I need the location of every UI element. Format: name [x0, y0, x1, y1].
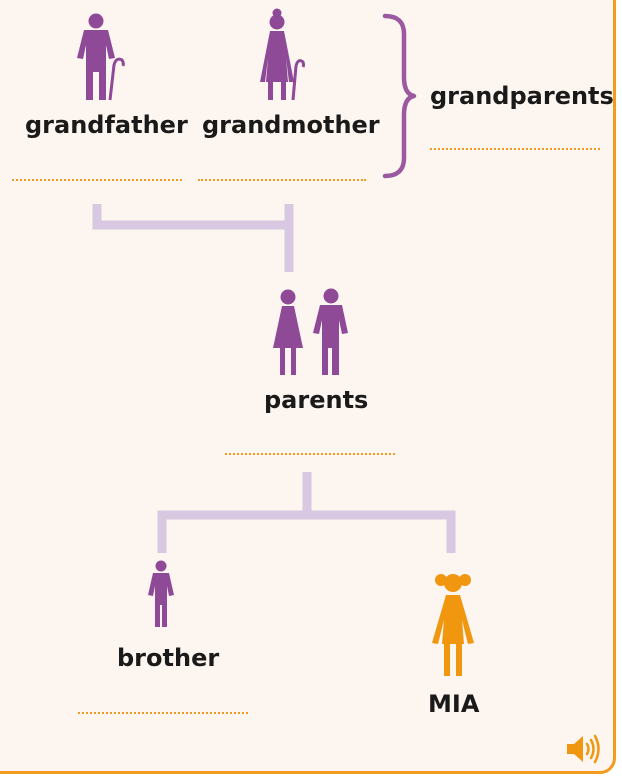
speaker-glyph: [567, 734, 600, 764]
parents-label: parents: [264, 386, 369, 414]
grandfather-answer-line[interactable]: [12, 179, 182, 181]
brother-label: brother: [117, 644, 220, 672]
brother-answer-line[interactable]: [78, 712, 248, 714]
mother-icon: [273, 289, 303, 375]
grandmother-icon: [260, 8, 305, 101]
grandparents-connector: [92, 204, 289, 230]
connector-lines: [92, 204, 456, 553]
grandmother-answer-line[interactable]: [198, 179, 366, 181]
grandfather-label: grandfather: [25, 111, 188, 139]
grandparents-bracket: [382, 13, 417, 179]
girl-icon: [432, 574, 474, 676]
mia-label: MIA: [428, 690, 480, 718]
grandparents-answer-line[interactable]: [430, 148, 600, 150]
grandparents-label: grandparents: [430, 82, 614, 110]
grandmother-label: grandmother: [202, 111, 380, 139]
children-connector: [157, 510, 456, 553]
parents-answer-line[interactable]: [225, 453, 395, 455]
brother-icon: [148, 560, 174, 627]
speaker-icon[interactable]: [565, 733, 601, 765]
father-icon: [313, 288, 348, 375]
grandfather-icon: [77, 13, 125, 101]
